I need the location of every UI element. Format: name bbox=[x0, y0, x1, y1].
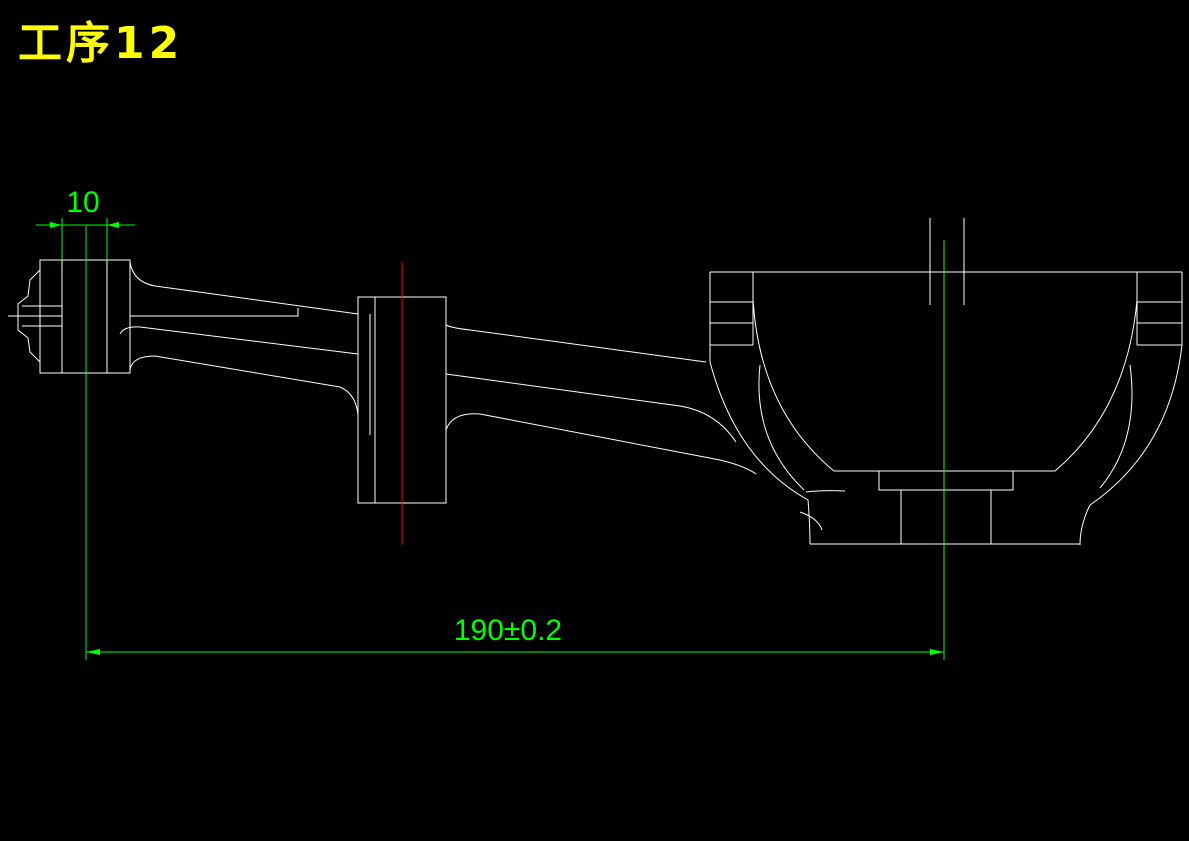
small-end bbox=[8, 259, 131, 374]
length-dimension: 190±0.2 bbox=[86, 614, 944, 655]
length-dimension-label: 190±0.2 bbox=[454, 614, 562, 647]
width-dimension: 10 bbox=[36, 186, 135, 260]
process-title: 工序12 bbox=[18, 18, 184, 69]
width-dimension-label: 10 bbox=[66, 186, 99, 219]
rod-shank bbox=[119, 261, 757, 475]
big-end bbox=[709, 218, 1183, 546]
